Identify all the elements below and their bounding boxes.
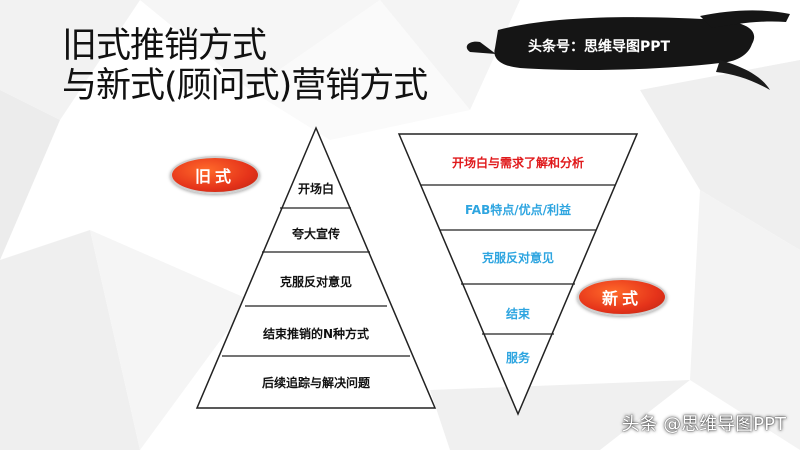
page-title-line1: 旧式推销方式 xyxy=(62,26,267,66)
new-level-4: 结束 xyxy=(505,307,530,321)
page-title-line2: 与新式(顾问式)营销方式 xyxy=(62,66,428,106)
new-level-5: 服务 xyxy=(505,351,530,365)
watermark: 头条 @思维导图PPT xyxy=(621,414,786,435)
new-level-1: 开场白与需求了解和分析 xyxy=(451,156,584,170)
old-style-pyramid xyxy=(195,126,437,409)
old-level-5: 后续追踪与解决问题 xyxy=(261,376,370,390)
pyramid-outline xyxy=(195,126,437,409)
old-style-badge: 旧式 xyxy=(170,156,260,194)
old-level-3: 克服反对意见 xyxy=(279,275,352,289)
old-level-4: 结束推销的N种方式 xyxy=(262,327,370,341)
new-level-3: 克服反对意见 xyxy=(481,251,554,265)
old-level-2: 夸大宣传 xyxy=(291,227,340,241)
new-style-badge: 新式 xyxy=(577,278,667,316)
new-level-2: FAB特点/优点/利益 xyxy=(464,203,572,217)
new-style-funnel xyxy=(397,133,639,416)
old-level-1: 开场白 xyxy=(297,182,334,196)
funnel-outline xyxy=(397,133,639,416)
brand-label: 头条号：思维导图PPT xyxy=(528,39,671,55)
